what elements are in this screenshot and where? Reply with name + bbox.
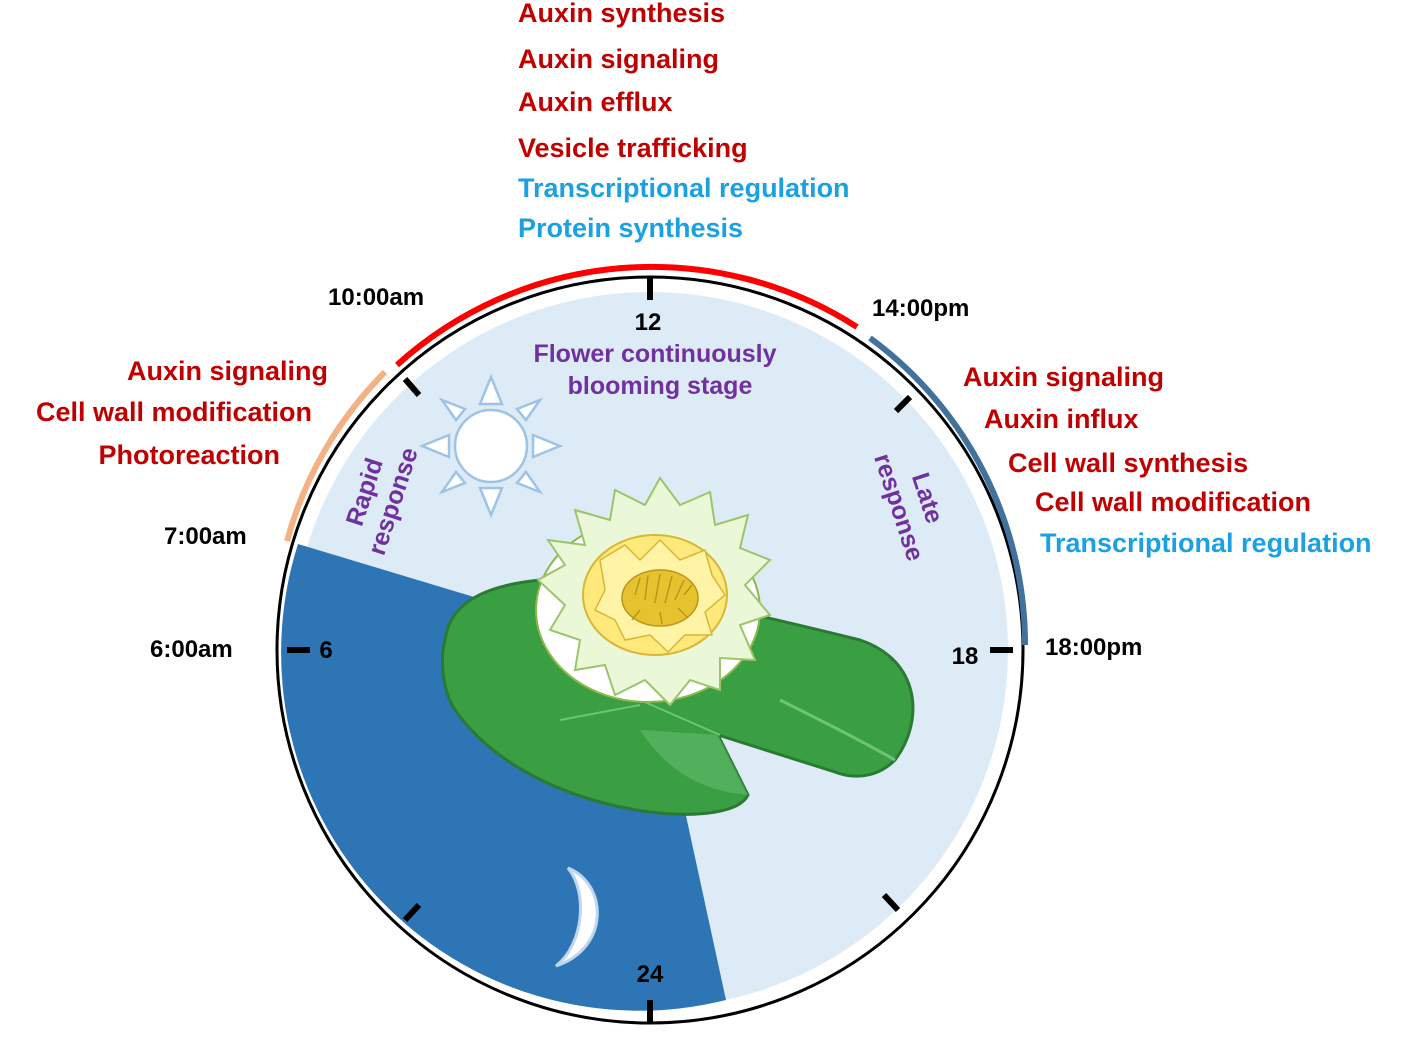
time-label-6am: 6:00am: [150, 636, 233, 663]
rapid-process-2: Cell wall modification: [36, 397, 312, 427]
late-process-5: Transcriptional regulation: [1040, 528, 1372, 558]
clock-ticks: [287, 277, 1013, 1023]
peak-process-3: Auxin efflux: [518, 87, 673, 117]
peak-process-2: Auxin signaling: [518, 44, 719, 74]
time-label-7am: 7:00am: [164, 523, 247, 550]
late-process-4: Cell wall modification: [1035, 487, 1311, 517]
tick-16: [881, 892, 901, 913]
time-label-18pm: 18:00pm: [1045, 634, 1142, 661]
stage-label-line1: Flower continuously: [533, 340, 776, 368]
tick-14: [893, 394, 913, 414]
sun-icon: [418, 373, 564, 519]
tick-10: [402, 377, 422, 397]
stage-label-line2: blooming stage: [568, 372, 753, 400]
peak-process-1: Auxin synthesis: [518, 0, 725, 28]
clock-number-24: 24: [637, 961, 664, 988]
late-process-3: Cell wall synthesis: [1008, 448, 1248, 478]
clock-number-6: 6: [319, 637, 332, 664]
rapid-process-1: Auxin signaling: [127, 356, 328, 386]
rapid-process-3: Photoreaction: [98, 440, 280, 470]
peak-process-5: Transcriptional regulation: [518, 173, 850, 203]
peak-response-arc: [394, 263, 859, 368]
clock-number-12: 12: [635, 309, 662, 336]
time-label-14pm: 14:00pm: [872, 295, 969, 322]
clock-number-18: 18: [952, 643, 979, 670]
moon-icon: [555, 866, 599, 968]
peak-process-6: Protein synthesis: [518, 213, 743, 243]
time-arcs: [284, 263, 1029, 646]
stage-label: Flower continuously blooming stage: [533, 340, 776, 400]
late-process-1: Auxin signaling: [963, 362, 1164, 392]
rapid-response-arc: [284, 369, 388, 542]
time-label-10am: 10:00am: [328, 284, 424, 311]
clock-numbers: 12 6 18 24: [319, 309, 978, 988]
late-process-2: Auxin influx: [984, 404, 1139, 434]
water-lily-flower-icon: [535, 476, 772, 707]
late-response-arc: [868, 335, 1029, 646]
tick-22: [402, 902, 422, 923]
time-labels: 10:00am 14:00pm 7:00am 6:00am 18:00pm: [150, 284, 1142, 663]
peak-process-4: Vesicle trafficking: [518, 133, 748, 163]
